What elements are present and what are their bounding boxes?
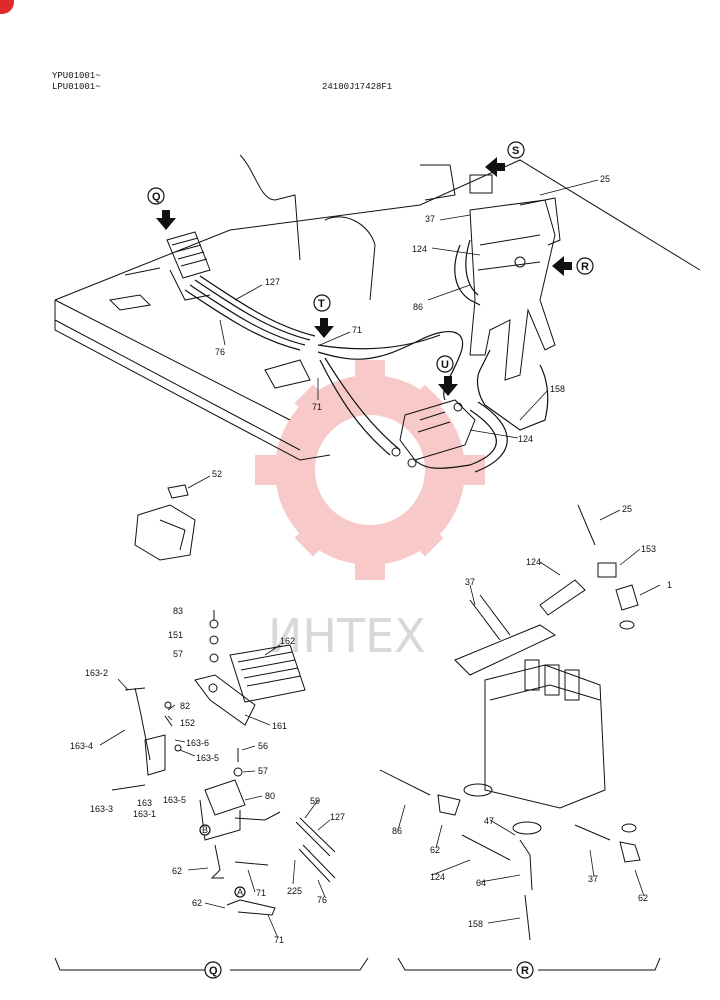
- watermark-text: ИНТЕХ: [268, 609, 426, 663]
- callout-r-circle: [576, 257, 594, 275]
- label-163-6: 163-6: [186, 738, 209, 748]
- label-153: 153: [641, 544, 656, 554]
- label-76-main: 76: [215, 347, 225, 357]
- label-163-5-b: 163-5: [163, 795, 186, 805]
- label-62-q-b: 62: [192, 898, 202, 908]
- label-57-a: 57: [173, 649, 183, 659]
- switch-bracket: [134, 484, 196, 561]
- label-71-q-a: 71: [256, 888, 266, 898]
- callout-t-label: T: [318, 298, 325, 310]
- label-71-main-b: 71: [312, 402, 322, 412]
- label-37-r-a: 37: [465, 577, 475, 587]
- label-124-r-a: 124: [526, 557, 541, 567]
- label-37-main: 37: [425, 214, 435, 224]
- callout-q-bottom-label: Q: [209, 965, 218, 977]
- label-25-main: 25: [600, 174, 610, 184]
- bottom-brace-r: [397, 957, 661, 971]
- callout-u-circle: [436, 355, 454, 373]
- label-71-q-b: 71: [274, 935, 284, 945]
- serial-line-2: LPU01001~: [52, 82, 101, 92]
- callout-a-label: A: [237, 887, 243, 897]
- label-62-r-a: 62: [430, 845, 440, 855]
- label-225: 225: [287, 886, 302, 896]
- label-151: 151: [168, 630, 183, 640]
- label-162: 162: [280, 636, 295, 646]
- callout-q-label: Q: [152, 191, 161, 203]
- hose-bundle: [184, 239, 549, 473]
- callout-r-bottom-circle: [516, 961, 534, 979]
- callout-b-label: B: [202, 825, 208, 835]
- callout-r-bottom-label: R: [521, 965, 529, 977]
- label-124-main-a: 124: [412, 244, 427, 254]
- watermark-gear-logo: [255, 360, 485, 580]
- detail-q-assembly: [111, 610, 336, 916]
- label-152: 152: [180, 718, 195, 728]
- part-code: 24100J17428F1: [322, 82, 393, 92]
- label-163-2: 163-2: [85, 668, 108, 678]
- label-71-main-a: 71: [352, 325, 362, 335]
- callout-s-circle: [507, 141, 525, 159]
- leader-lines: [99, 179, 661, 939]
- label-64: 64: [476, 878, 486, 888]
- callout-b-circle: [199, 824, 211, 836]
- label-161: 161: [272, 721, 287, 731]
- serial-line-1: YPU01001~: [52, 71, 101, 81]
- label-52-main: 52: [212, 469, 222, 479]
- callout-a-circle: [234, 886, 246, 898]
- callout-t-circle: [313, 294, 331, 312]
- label-25-r: 25: [622, 504, 632, 514]
- callout-r-label: R: [581, 261, 589, 273]
- label-47: 47: [484, 816, 494, 826]
- label-80: 80: [265, 791, 275, 801]
- control-valve: [391, 399, 476, 468]
- callout-arrows: [156, 157, 572, 396]
- label-37-r-b: 37: [588, 874, 598, 884]
- label-158-main: 158: [550, 384, 565, 394]
- label-127-main: 127: [265, 277, 280, 287]
- callout-u-label: U: [441, 359, 449, 371]
- label-1: 1: [667, 580, 672, 590]
- label-127-q: 127: [330, 812, 345, 822]
- label-86-main: 86: [413, 302, 423, 312]
- label-62-r-b: 62: [638, 893, 648, 903]
- callout-q-circle: [147, 187, 165, 205]
- label-163-5-a: 163-5: [196, 753, 219, 763]
- label-59: 59: [310, 796, 320, 806]
- label-163: 163: [137, 798, 152, 808]
- pilot-valve-bracket: [469, 174, 561, 381]
- label-163-1: 163-1: [133, 809, 156, 819]
- label-158-r: 158: [468, 919, 483, 929]
- callout-s-label: S: [512, 145, 519, 157]
- label-124-r-b: 124: [430, 872, 445, 882]
- label-62-q-a: 62: [172, 866, 182, 876]
- label-163-4: 163-4: [70, 741, 93, 751]
- callout-q-bottom-circle: [204, 961, 222, 979]
- label-163-3: 163-3: [90, 804, 113, 814]
- label-83: 83: [173, 606, 183, 616]
- label-56: 56: [258, 741, 268, 751]
- label-76-q: 76: [317, 895, 327, 905]
- machine-floor-plate: [54, 154, 701, 461]
- label-82: 82: [180, 701, 190, 711]
- detail-r-assembly: [379, 504, 641, 941]
- travel-pedal-top: [166, 231, 211, 301]
- bottom-brace-q: [54, 957, 369, 971]
- label-57-b: 57: [258, 766, 268, 776]
- label-86-r: 86: [392, 826, 402, 836]
- label-124-main-b: 124: [518, 434, 533, 444]
